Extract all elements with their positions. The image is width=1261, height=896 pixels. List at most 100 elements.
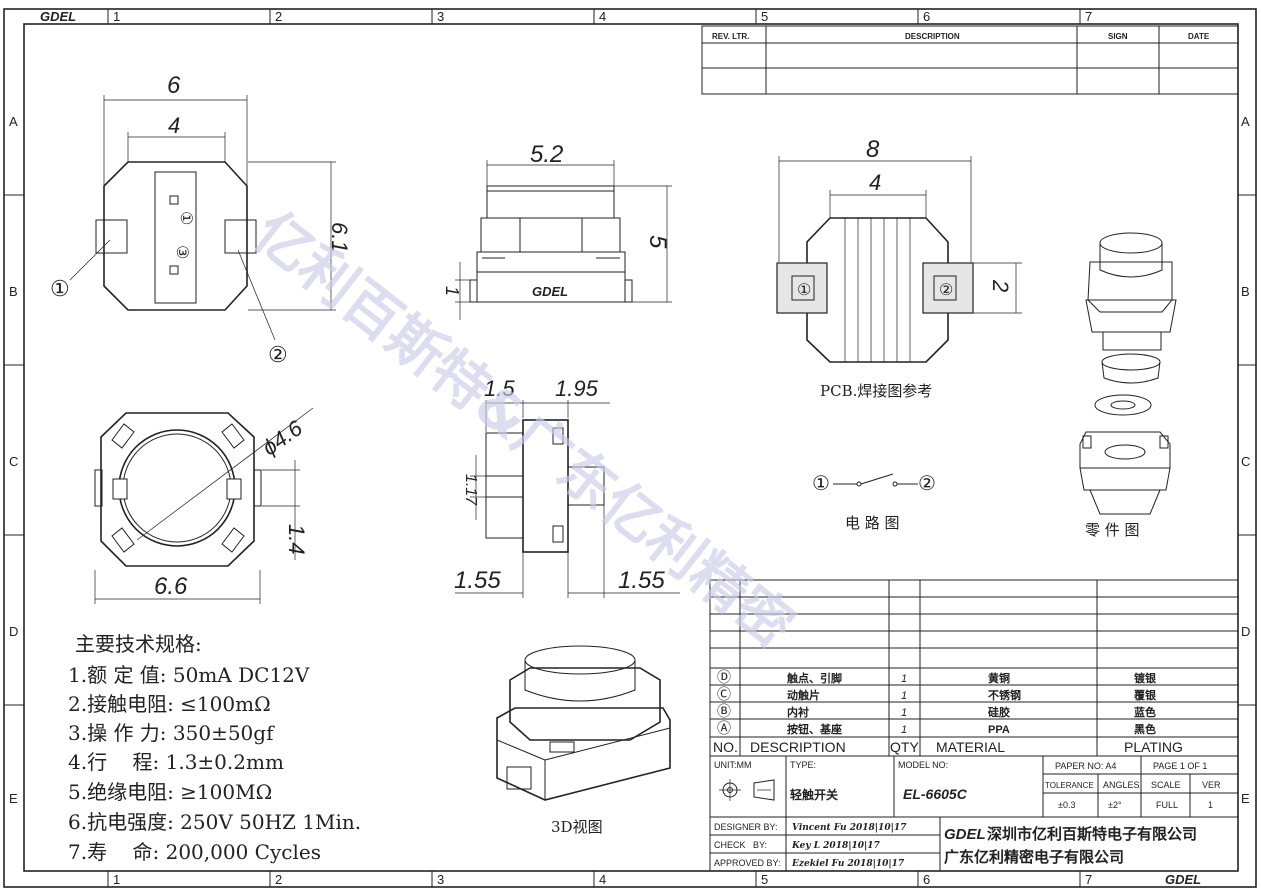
tolerance-header: TOLERANCE (1045, 781, 1094, 790)
angles-value: ±2° (1108, 800, 1122, 810)
dim-pcb-pad: 2 (988, 279, 1013, 292)
scale-value: FULL (1156, 800, 1178, 810)
spec-item: 5.绝缘电阻: ≥100MΩ (68, 780, 272, 804)
dim-diameter: ϕ4.6 (257, 415, 307, 460)
product-brand: GDEL (532, 284, 568, 299)
col-label: 6 (923, 9, 930, 24)
bom-row: Ⓑ 内衬 1 硅胶 蓝色 (717, 704, 1156, 720)
bom-no: Ⓑ (717, 704, 731, 720)
dim-top-height: 6.1 (327, 222, 352, 253)
projection-symbol (719, 779, 775, 801)
company-name-2: 广东亿利精密电子有限公司 (944, 848, 1124, 866)
dim-side-e: 1.55 (618, 567, 665, 594)
col-label: 1 (113, 872, 120, 887)
dim-top-inner: 4 (168, 113, 180, 138)
col-label: 5 (761, 9, 768, 24)
frame-brand: GDEL (40, 9, 76, 24)
drawing-frame: GDEL GDEL 1 2 3 4 5 6 7 1 2 3 4 5 6 7 A … (3, 8, 1257, 888)
side-view: 1.5 1.95 1.17 1.55 1.55 (454, 376, 680, 598)
bom-material: 不锈钢 (988, 688, 1021, 702)
dim-front-base: 1 (442, 286, 462, 296)
view3d-label: 3D视图 (551, 818, 603, 836)
row-label: B (1241, 284, 1250, 299)
model-label: MODEL NO: (898, 760, 948, 770)
spec-title: 主要技术规格: (75, 632, 202, 656)
page-count: PAGE 1 OF 1 (1153, 761, 1207, 771)
bom-header-no: NO. (713, 739, 738, 755)
frame-brand-bottom: GDEL (1165, 872, 1201, 887)
unit-label: UNIT:MM (714, 760, 752, 770)
rev-ltr-header: REV. LTR. (712, 32, 749, 41)
dim-pcb-inner: 4 (869, 170, 881, 195)
row-label: D (9, 624, 18, 639)
row-label: D (1241, 624, 1250, 639)
bom-table: Ⓓ 触点、引脚 1 黄铜 镀银 Ⓒ 动触片 1 不锈钢 覆银 Ⓑ 内衬 1 硅胶… (709, 579, 1239, 757)
dim-side-d: 1.55 (454, 567, 501, 594)
company-name-1: 深圳市亿利百斯特电子有限公司 (987, 825, 1197, 843)
bom-material: 硅胶 (988, 705, 1010, 719)
angles-header: ANGLES (1103, 780, 1140, 790)
spec-list: 主要技术规格: 1.额 定 值: 50mA DC12V 2.接触电阻: ≤100… (68, 632, 361, 864)
circuit-label: 电 路 图 (845, 514, 900, 532)
dim-side-b: 1.95 (555, 376, 599, 401)
row-label: E (1241, 791, 1250, 806)
spec-item: 7.寿 命: 200,000 Cycles (68, 840, 321, 864)
dim-bottom-width: 6.6 (154, 573, 188, 600)
approved-label: APPROVED BY: (714, 858, 781, 868)
check-label: CHECK BY: (714, 840, 767, 850)
bom-desc: 内衬 (787, 705, 809, 719)
rev-sign-header: SIGN (1108, 32, 1128, 41)
callout-2: ② (268, 343, 288, 368)
bom-header-description: DESCRIPTION (750, 739, 846, 755)
dim-front-width: 5.2 (530, 141, 563, 168)
parts-label: 零 件 图 (1085, 521, 1140, 539)
bom-plating: 镀银 (1134, 671, 1157, 685)
rev-date-header: DATE (1188, 32, 1210, 41)
col-label: 4 (599, 872, 606, 887)
exploded-view: 零 件 图 (1079, 232, 1177, 539)
paper-no: PAPER NO: A4 (1055, 761, 1116, 771)
col-label: 7 (1085, 9, 1092, 24)
title-block: UNIT:MM TYPE: 轻触开关 MODEL NO: EL-6605C PA… (709, 755, 1239, 872)
bom-material: 黄铜 (988, 671, 1010, 685)
col-label: 2 (275, 9, 282, 24)
dim-side-a: 1.5 (484, 376, 515, 401)
circuit-diagram: ① ② 电 路 图 (812, 471, 936, 532)
marker-1: ① (177, 211, 196, 225)
ver-header: VER (1202, 780, 1221, 790)
pcb-pad-2: ② (939, 280, 953, 299)
dim-side-c: 1.17 (462, 474, 479, 506)
rev-desc-header: DESCRIPTION (905, 32, 960, 41)
ver-value: 1 (1208, 800, 1213, 810)
dim-pcb-width: 8 (866, 136, 880, 163)
pcb-layout: ① ② 8 4 2 PCB.焊接图参考 (776, 136, 1022, 400)
spec-item: 2.接触电阻: ≤100mΩ (68, 692, 271, 716)
bom-header-qty: QTY (890, 739, 919, 755)
row-label: B (9, 284, 18, 299)
bom-desc: 动触片 (787, 688, 820, 702)
col-label: 5 (761, 872, 768, 887)
row-label: E (9, 791, 18, 806)
revision-table: REV. LTR. DESCRIPTION SIGN DATE (701, 25, 1239, 95)
designer-signature: Vincent Fu 2018|10|17 (792, 823, 907, 833)
dim-bottom-side: 1.4 (284, 524, 309, 555)
spec-item: 3.操 作 力: 350±50gf (68, 721, 275, 745)
bom-no: Ⓐ (717, 721, 731, 737)
row-label: A (9, 114, 18, 129)
marker-3: ③ (173, 245, 192, 259)
bom-row: Ⓒ 动触片 1 不锈钢 覆银 (717, 687, 1157, 703)
bom-material: PPA (988, 724, 1010, 736)
bom-plating: 蓝色 (1134, 705, 1156, 719)
bom-row: Ⓐ 按钮、基座 1 PPA 黑色 (717, 721, 1156, 737)
pcb-pad-1: ① (797, 280, 811, 299)
bom-qty: 1 (901, 690, 907, 702)
type-label: TYPE: (790, 760, 816, 770)
company-brand: GDEL (944, 826, 986, 843)
bom-plating: 黑色 (1134, 722, 1156, 736)
bom-row: Ⓓ 触点、引脚 1 黄铜 镀银 (717, 670, 1157, 686)
bom-qty: 1 (901, 724, 907, 736)
front-view: GDEL 5.2 5 1 (442, 141, 672, 320)
col-label: 2 (275, 872, 282, 887)
bom-qty: 1 (901, 673, 907, 685)
